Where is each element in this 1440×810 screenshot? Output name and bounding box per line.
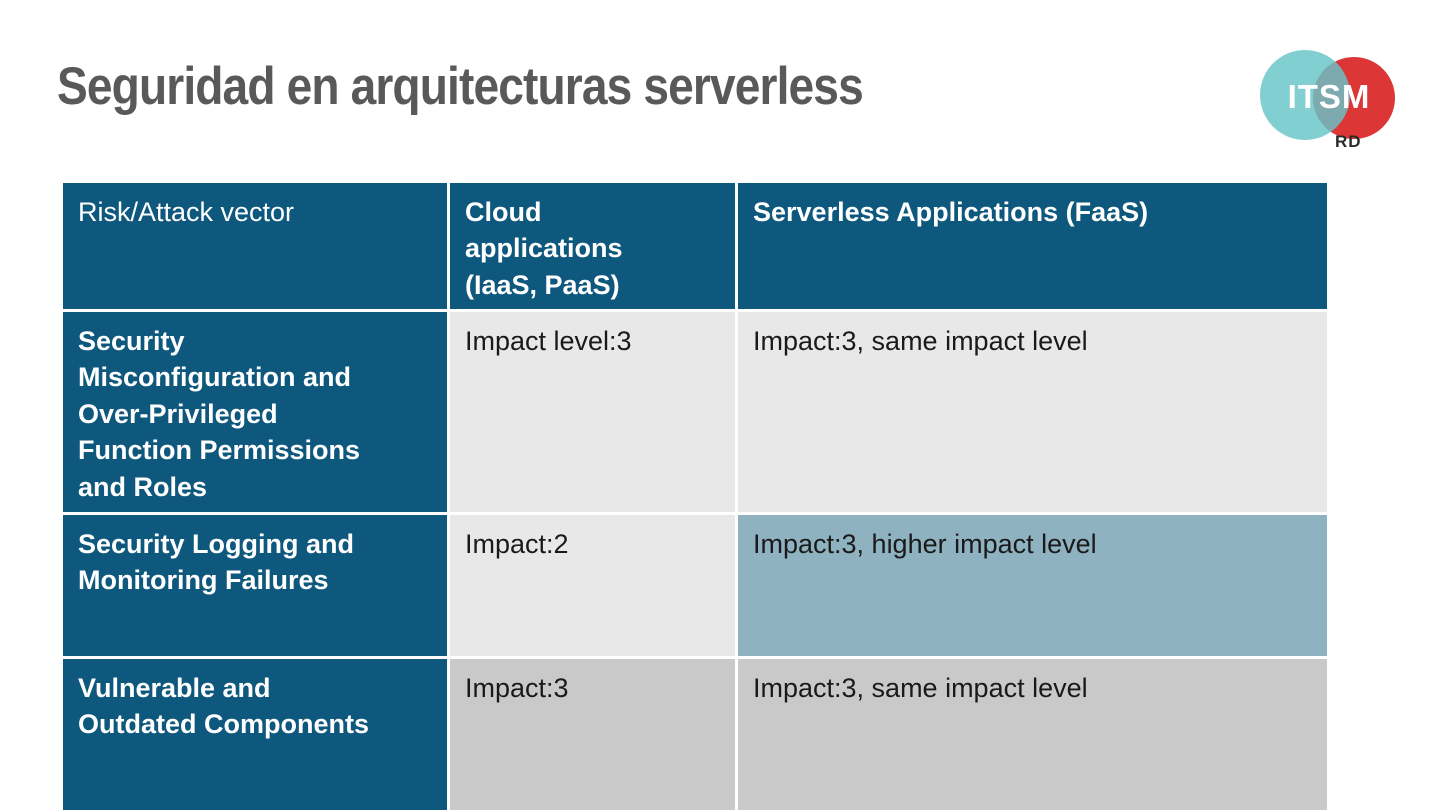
header-cell-cloud-applications: Cloud applications (IaaS, PaaS) <box>450 183 735 309</box>
itsm-logo-graphic: ITSM RD <box>1260 50 1395 151</box>
row-vulnerable-serverless-cell: Impact:3, same impact level <box>738 659 1327 810</box>
row-logging-cloud-cell: Impact:2 <box>450 515 735 656</box>
row-vulnerable-cloud-cell: Impact:3 <box>450 659 735 810</box>
risk-table: Risk/Attack vector Cloud applications (I… <box>63 183 1327 810</box>
logo-rd-text: RD <box>1335 132 1362 151</box>
row-vulnerable-risk-cell: Vulnerable and Outdated Components <box>63 659 447 810</box>
row-misconfiguration-risk-cell: Security Misconfiguration and Over-Privi… <box>63 312 447 512</box>
row-logging-risk-cell: Security Logging and Monitoring Failures <box>63 515 447 656</box>
header-cell-serverless-applications: Serverless Applications (FaaS) <box>738 183 1327 309</box>
itsm-rd-logo: ITSM RD <box>1255 35 1415 160</box>
row-misconfiguration-serverless-cell: Impact:3, same impact level <box>738 312 1327 512</box>
logo-itsm-text: ITSM <box>1288 78 1371 115</box>
logo-teal-circle <box>1260 50 1350 140</box>
row-misconfiguration-cloud-cell: Impact level:3 <box>450 312 735 512</box>
row-logging-serverless-cell: Impact:3, higher impact level <box>738 515 1327 656</box>
header-cell-risk-attack-vector: Risk/Attack vector <box>63 183 447 309</box>
slide-title: Seguridad en arquitecturas serverless <box>57 57 864 116</box>
